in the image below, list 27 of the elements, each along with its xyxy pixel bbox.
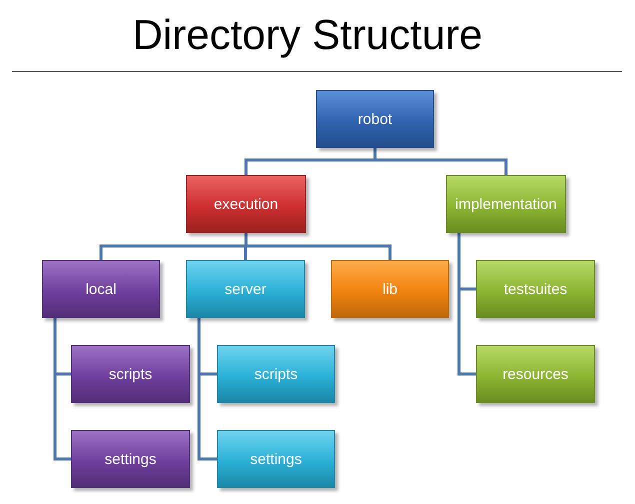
folder-name: robot bbox=[358, 110, 392, 128]
folder-name: server bbox=[224, 280, 266, 298]
folder-box bbox=[186, 260, 305, 318]
folder-box bbox=[42, 260, 160, 318]
folder-box bbox=[217, 345, 335, 403]
folder-name: execution bbox=[214, 196, 278, 212]
folder-box bbox=[217, 430, 335, 488]
folder-box bbox=[446, 175, 566, 233]
folder-name: settings bbox=[104, 450, 156, 468]
folder-box bbox=[476, 345, 595, 403]
folder-box bbox=[476, 260, 595, 318]
folder-box bbox=[331, 260, 449, 318]
folder-box bbox=[71, 430, 190, 488]
folder-name: testsuites bbox=[504, 280, 568, 298]
folder-name: implementation bbox=[455, 196, 557, 212]
folder-name: scripts bbox=[108, 366, 152, 382]
folder-box bbox=[316, 90, 434, 148]
connector-line bbox=[244, 233, 392, 260]
folder-box bbox=[71, 345, 190, 403]
folder-box bbox=[186, 175, 306, 233]
folder-name: settings bbox=[250, 450, 302, 468]
title: Directory Structure bbox=[131, 10, 484, 60]
folder-name: resources bbox=[502, 366, 568, 382]
folder-name: lib bbox=[382, 280, 398, 298]
folder-name: local bbox=[86, 280, 116, 298]
connector-line bbox=[374, 148, 508, 175]
folder-name: scripts bbox=[254, 366, 298, 382]
